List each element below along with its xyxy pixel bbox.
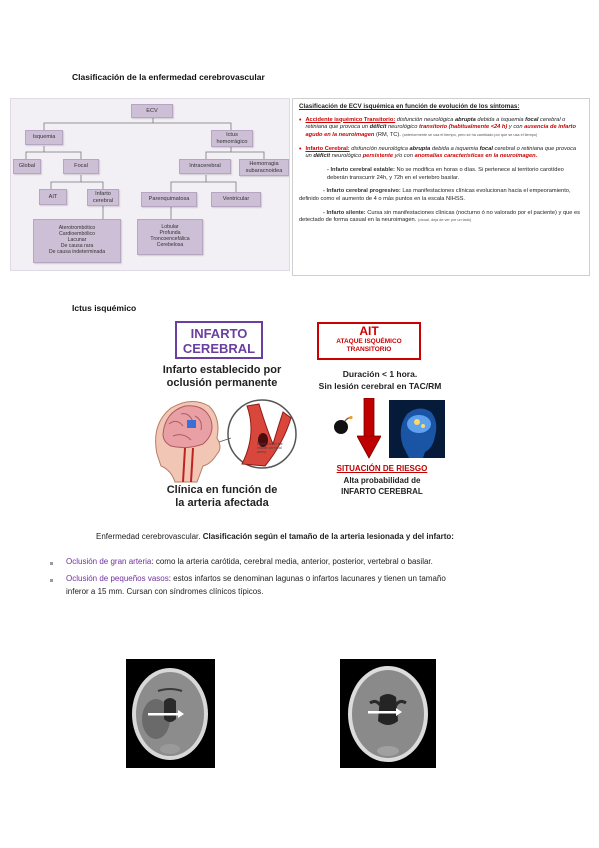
tree-node-global: Global [13, 159, 41, 174]
infarto-footer: Clínica en función de la arteria afectad… [166, 484, 278, 509]
ct-scan-pequenos-vasos [340, 659, 436, 768]
infarto-cerebral-title-box: INFARTO CEREBRAL [175, 321, 263, 359]
situacion-riesgo: SITUACIÓN DE RIESGO [336, 464, 428, 473]
ictus-infographic: INFARTO CEREBRAL Infarto establecido por… [145, 318, 457, 510]
infarto-progresivo: - Infarto cerebral progresivo: Las manif… [299, 188, 571, 202]
section-heading-ictus: Ictus isquémico [72, 303, 137, 313]
tree-node-ait: AIT [39, 189, 67, 205]
tree-connectors [25, 118, 265, 219]
tree-node-infarto-cerebral: Infarto cerebral [87, 189, 119, 206]
list-item-gran-arteria: Oclusión de gran arteria: como la arteri… [66, 557, 433, 566]
ct-scan-gran-arteria [126, 659, 215, 768]
tree-node-focal: Focal [63, 159, 99, 174]
section-heading-classification: Clasificación de la enfermedad cerebrova… [72, 72, 265, 82]
head-brain-illustration [155, 399, 297, 483]
ait-duration: Duración < 1 hora. Sin lesión cerebral e… [318, 369, 442, 391]
bullet-square-icon [50, 579, 53, 582]
tree-node-ictus-hemorragico: Ictus hemorrágico [211, 130, 253, 147]
infarto-definition: • Infarto Cerebral: disfunción neurológi… [299, 145, 577, 160]
tree-node-hemorragia-subaracnoidea: Hemorragia subaracnoidea [239, 159, 289, 176]
tree-node-ventricular: Ventricular [211, 192, 261, 207]
bullet-square-icon [50, 562, 53, 565]
bomb-icon [334, 415, 353, 434]
ecv-tree-diagram: ECV Isquemia Ictus hemorrágico Global Fo… [10, 98, 290, 271]
down-arrow-icon [357, 398, 381, 459]
tree-node-intracerebral: Intracerebral [179, 159, 231, 174]
ct-brain-image [132, 668, 208, 760]
ait-definition: • Accidente isquémico Transitorio: disfu… [299, 116, 576, 138]
tree-node-etiologias: Aterotrombótico Cardioembólico Lacunar D… [33, 219, 121, 263]
infarto-estable: - Infarto cerebral estable: No se modifi… [327, 166, 564, 181]
tree-node-ecv: ECV [131, 104, 173, 118]
tree-node-isquemia: Isquemia [25, 130, 63, 145]
tree-node-localizaciones: Lobular Profunda Troncoencefálica Cerebe… [137, 219, 203, 255]
bullet-icon: • [299, 116, 302, 124]
ecv-classification-panel: Clasificación de ECV isquémica en funció… [292, 98, 590, 276]
ait-title-box: AIT ATAQUE ISQUÉMICO TRANSITORIO [317, 322, 421, 360]
tree-node-parenquimatosa: Parenquimatosa [141, 192, 197, 207]
infarto-silente: - Infarto silente: Cursa sin manifestaci… [299, 209, 581, 224]
bullet-icon: • [299, 145, 302, 153]
panel-title: Clasificación de ECV isquémica en funció… [299, 103, 520, 110]
section-intro: Enfermedad cerebrovascular. Clasificació… [96, 532, 454, 541]
alta-probabilidad: Alta probabilidad de INFARTO CEREBRAL [341, 476, 423, 496]
list-item-pequenos-vasos: Oclusión de pequeños vasos: estos infart… [66, 574, 446, 596]
brain-scan-icon [389, 400, 445, 458]
infarto-subtitle: Infarto establecido por oclusión permane… [162, 364, 282, 389]
ct-brain-image [348, 666, 428, 762]
vessel-caption: Blood clot in the middle cerebral artery [257, 442, 283, 455]
